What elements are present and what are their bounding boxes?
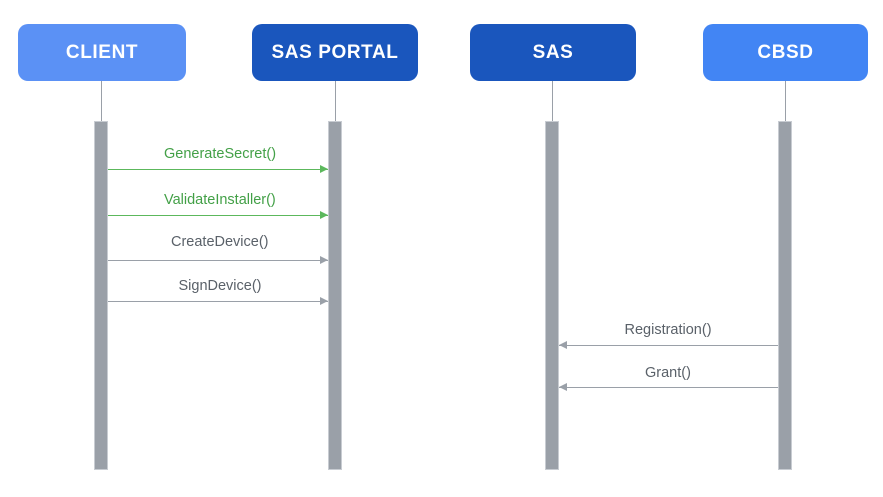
- message-line-generate-secret: [108, 169, 328, 170]
- message-line-sign-device: [108, 301, 328, 302]
- lifeline-sas-portal: [335, 81, 336, 121]
- arrowhead-create-device: [320, 256, 328, 264]
- arrowhead-registration: [559, 341, 567, 349]
- arrowhead-sign-device: [320, 297, 328, 305]
- lifeline-cbsd: [785, 81, 786, 121]
- message-line-registration: [559, 345, 778, 346]
- message-label-registration: Registration(): [624, 322, 712, 338]
- actor-label-cbsd: CBSD: [757, 41, 814, 63]
- actor-label-sas: SAS: [532, 41, 574, 63]
- arrowhead-generate-secret: [320, 165, 328, 173]
- arrowhead-grant: [559, 383, 567, 391]
- actor-box-sas-portal[interactable]: SAS PORTAL: [252, 24, 418, 81]
- message-line-validate-installer: [108, 215, 328, 216]
- message-label-generate-secret: GenerateSecret(): [164, 146, 277, 162]
- message-line-create-device: [108, 260, 328, 261]
- actor-box-sas[interactable]: SAS: [470, 24, 636, 81]
- actor-label-sas-portal: SAS PORTAL: [271, 41, 399, 63]
- message-line-grant: [559, 387, 778, 388]
- message-label-sign-device: SignDevice(): [178, 278, 262, 294]
- actor-label-client: CLIENT: [65, 41, 139, 63]
- activation-bar-sas: [545, 121, 559, 470]
- lifeline-sas: [552, 81, 553, 121]
- message-label-validate-installer: ValidateInstaller(): [164, 192, 276, 208]
- message-label-create-device: CreateDevice(): [171, 234, 269, 250]
- arrowhead-validate-installer: [320, 211, 328, 219]
- activation-bar-cbsd: [778, 121, 792, 470]
- message-label-grant: Grant(): [645, 365, 691, 381]
- actor-box-cbsd[interactable]: CBSD: [703, 24, 868, 81]
- actor-box-client[interactable]: CLIENT: [18, 24, 186, 81]
- activation-bar-client: [94, 121, 108, 470]
- lifeline-client: [101, 81, 102, 121]
- activation-bar-sas-portal: [328, 121, 342, 470]
